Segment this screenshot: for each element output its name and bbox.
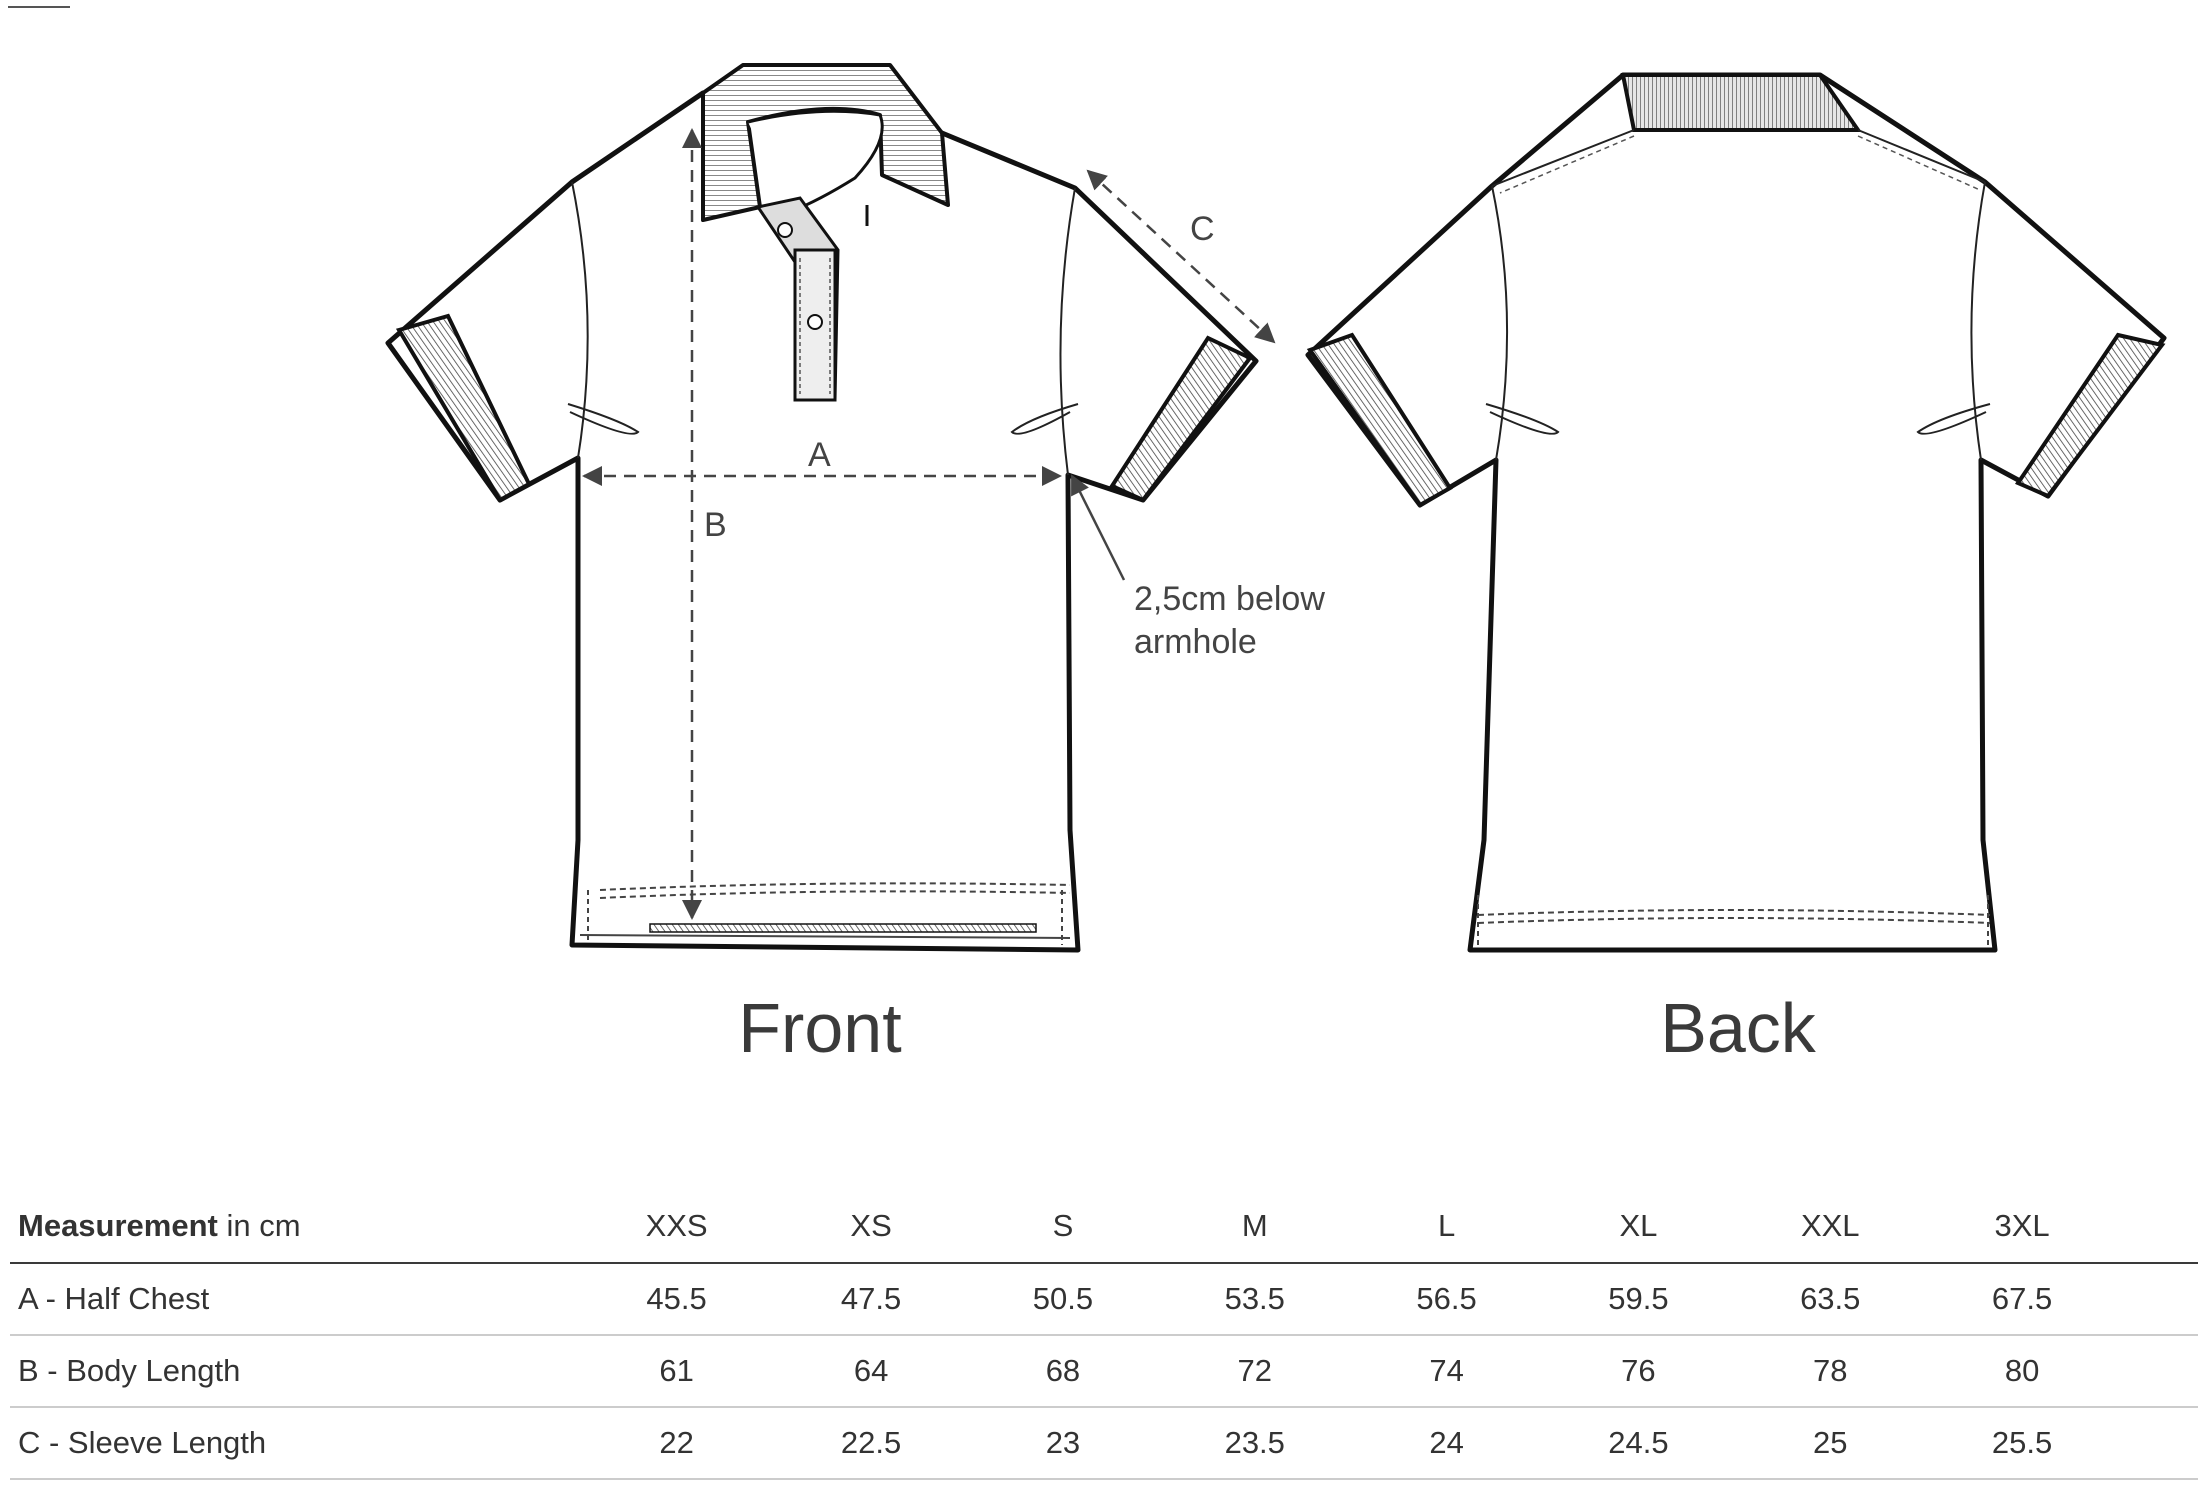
front-body-outline [385, 90, 1259, 953]
armhole-note-line-1: 2,5cm below [1134, 580, 1325, 618]
table-header-row: Measurement in cm XXS XS S M L XL XXL 3X… [10, 1190, 2198, 1264]
back-collar [1620, 73, 1862, 132]
table-cell: 47.5 [775, 1263, 968, 1336]
table-cell: 25 [1734, 1407, 1927, 1480]
table-cell: 23.5 [1158, 1407, 1351, 1480]
table-cell: 74 [1350, 1335, 1543, 1408]
polo-shirt-diagram: A B C [385, 63, 2167, 953]
size-header: XXL [1734, 1190, 1927, 1264]
table-cell: 22.5 [775, 1407, 968, 1480]
dimension-a-label: A [808, 436, 831, 474]
table-cell: 78 [1734, 1335, 1927, 1408]
table-cell: 53.5 [1158, 1263, 1351, 1336]
table-cell: 50.5 [967, 1263, 1159, 1336]
back-view [1305, 72, 2167, 953]
dimension-c-line [1086, 169, 1276, 344]
size-header: M [1158, 1190, 1351, 1264]
table-cell: 45.5 [578, 1263, 776, 1336]
table-row: B - Body Length 61 64 68 72 74 76 78 80 [10, 1335, 2198, 1408]
front-left-cuff [395, 313, 532, 503]
size-header: L [1350, 1190, 1543, 1264]
table-cell: 56.5 [1350, 1263, 1543, 1336]
row-label: A - Half Chest [10, 1263, 578, 1336]
size-header: XL [1542, 1190, 1735, 1264]
table-row: A - Half Chest 45.5 47.5 50.5 53.5 56.5 … [10, 1263, 2198, 1336]
table-cell: 64 [775, 1335, 968, 1408]
button-icon [807, 314, 823, 330]
table-cell: 59.5 [1542, 1263, 1735, 1336]
table-spacer [2118, 1263, 2198, 1336]
back-view-label: Back [1660, 989, 1816, 1067]
table-spacer [2118, 1407, 2198, 1480]
corner-mark [8, 6, 70, 8]
table-cell: 23 [967, 1407, 1159, 1480]
size-chart-table: Measurement in cm XXS XS S M L XL XXL 3X… [10, 1190, 2198, 1480]
front-right-cuff [1109, 335, 1254, 503]
size-header: S [967, 1190, 1159, 1264]
table-cell: 24.5 [1542, 1407, 1735, 1480]
table-spacer [2118, 1190, 2198, 1264]
armhole-note: 2,5cm below armhole [1134, 578, 1394, 664]
size-header: 3XL [1926, 1190, 2118, 1264]
table-cell: 68 [967, 1335, 1159, 1408]
table-cell: 67.5 [1926, 1263, 2118, 1336]
front-view-label: Front [738, 989, 902, 1067]
table-row: C - Sleeve Length 22 22.5 23 23.5 24 24.… [10, 1407, 2198, 1480]
table-cell: 22 [578, 1407, 776, 1480]
measurement-header-bold: Measurement [18, 1208, 218, 1243]
dimension-c-label: C [1190, 210, 1215, 248]
table-cell: 72 [1158, 1335, 1351, 1408]
back-right-cuff [2014, 332, 2166, 499]
measurement-header: Measurement in cm [10, 1190, 578, 1264]
table-cell: 76 [1542, 1335, 1735, 1408]
back-left-cuff [1306, 332, 1453, 508]
table-cell: 61 [578, 1335, 776, 1408]
measurement-header-unit: in cm [217, 1208, 301, 1243]
note-leader-line [1070, 474, 1126, 581]
row-label: C - Sleeve Length [10, 1407, 578, 1480]
back-body-outline [1305, 72, 2167, 953]
row-label: B - Body Length [10, 1335, 578, 1408]
size-header: XS [775, 1190, 968, 1264]
size-header: XXS [578, 1190, 776, 1264]
armhole-note-line-2: armhole [1134, 623, 1257, 661]
button-icon [777, 222, 793, 238]
table-cell: 25.5 [1926, 1407, 2118, 1480]
table-cell: 63.5 [1734, 1263, 1927, 1336]
front-view: A B C [385, 63, 1276, 953]
dimension-b-label: B [704, 506, 727, 544]
table-spacer [2118, 1335, 2198, 1408]
table-cell: 24 [1350, 1407, 1543, 1480]
table-cell: 80 [1926, 1335, 2118, 1408]
